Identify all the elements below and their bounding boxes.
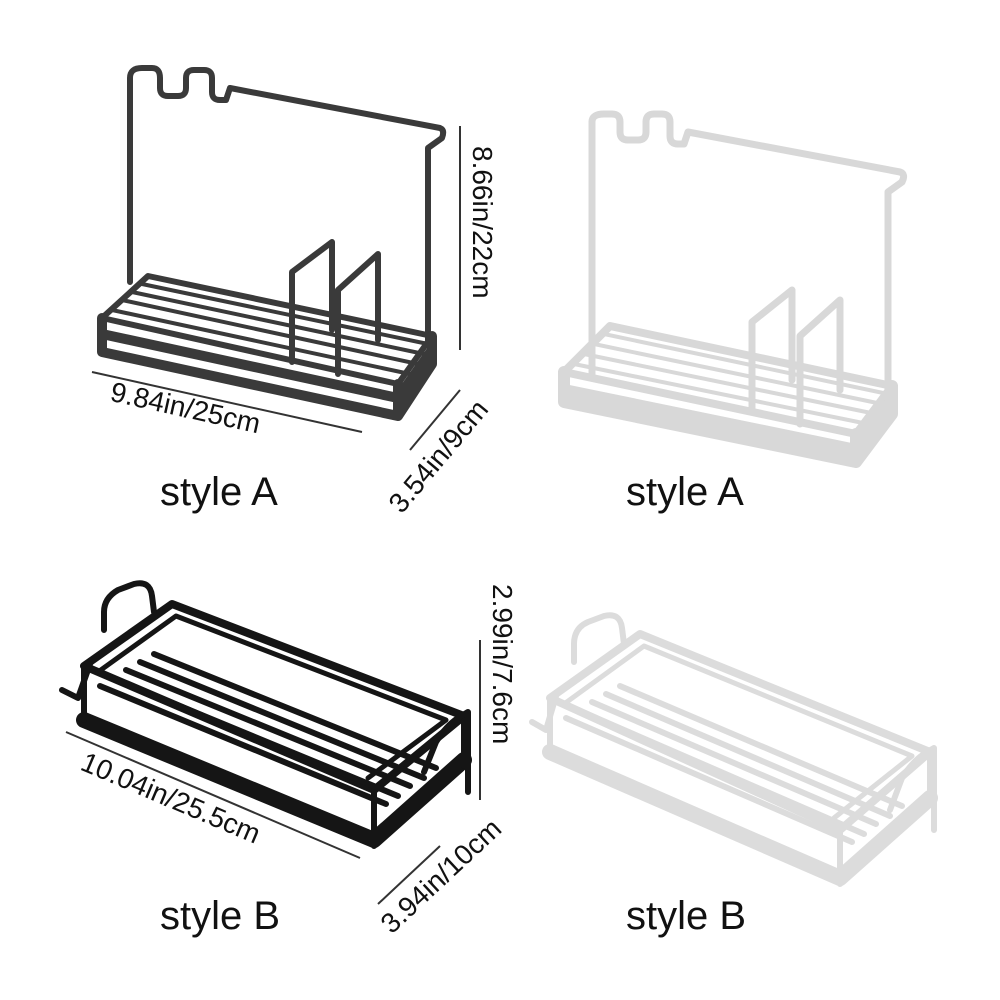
dimension-height-a: 8.66in/22cm bbox=[467, 146, 498, 299]
style-label-b-black: style B bbox=[160, 894, 281, 938]
style-label-b-white: style B bbox=[626, 894, 747, 938]
dimension-height-b: 2.99in/7.6cm bbox=[487, 584, 518, 745]
dimension-lines-style-b bbox=[65, 640, 481, 905]
rack-style-a-white bbox=[558, 110, 908, 468]
rack-style-a-dark bbox=[97, 65, 447, 421]
dimension-lines-style-a bbox=[91, 126, 461, 451]
style-label-a-white: style A bbox=[626, 470, 744, 514]
style-label-a-dark: style A bbox=[160, 470, 278, 514]
rack-style-b-white bbox=[529, 612, 938, 887]
rack-style-b-black bbox=[59, 580, 472, 849]
